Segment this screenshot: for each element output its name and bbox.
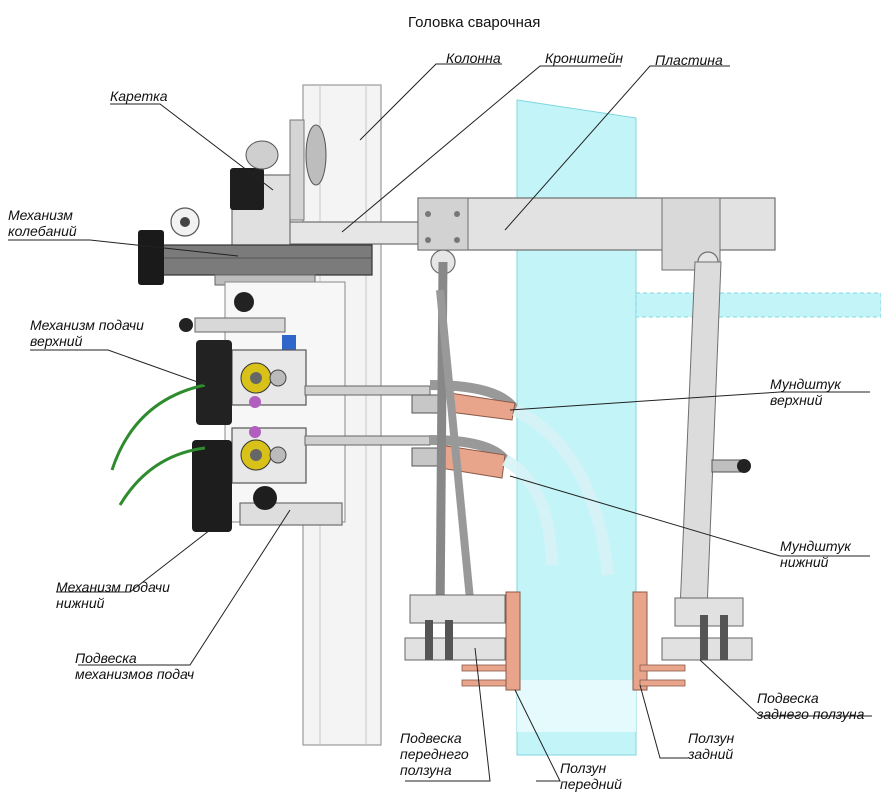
label-rear-slider-suspension: Подвеска заднего ползуна [757, 690, 865, 722]
label-front-slider-suspension: Подвеска переднего ползуна [400, 730, 469, 778]
label-karetka: Каретка [110, 88, 168, 104]
label-lower-feed: Механизм подачи нижний [56, 579, 170, 611]
front-slider [505, 591, 521, 691]
front-slider-suspension [404, 594, 515, 687]
front-struts [435, 261, 476, 621]
leader-lines [8, 63, 872, 782]
bracket [285, 197, 776, 275]
wire-conduits [110, 383, 206, 506]
upper-feed-mechanism [196, 340, 307, 425]
label-rear-slider: Ползун задний [688, 730, 735, 762]
label-plastina: Пластина [655, 52, 723, 68]
oscillation-mechanism [138, 207, 373, 286]
label-feed-suspension: Подвеска механизмов подач [75, 650, 195, 682]
label-lower-nozzle: Мундштук нижний [780, 538, 851, 570]
lower-feed-mechanism [192, 426, 307, 532]
rear-slider-suspension [639, 597, 753, 687]
label-oscillation-mechanism: Механизм колебаний [8, 207, 77, 239]
rear-slider [632, 591, 648, 691]
label-front-slider: Ползун передний [560, 760, 622, 792]
label-upper-nozzle: Мундштук верхний [770, 376, 841, 408]
diagram-title: Головка сварочная [408, 14, 541, 31]
plate [516, 99, 881, 756]
label-upper-feed: Механизм подачи верхний [30, 317, 144, 349]
label-kronshtein: Кронштейн [545, 50, 624, 66]
label-kolonna: Колонна [446, 50, 501, 66]
